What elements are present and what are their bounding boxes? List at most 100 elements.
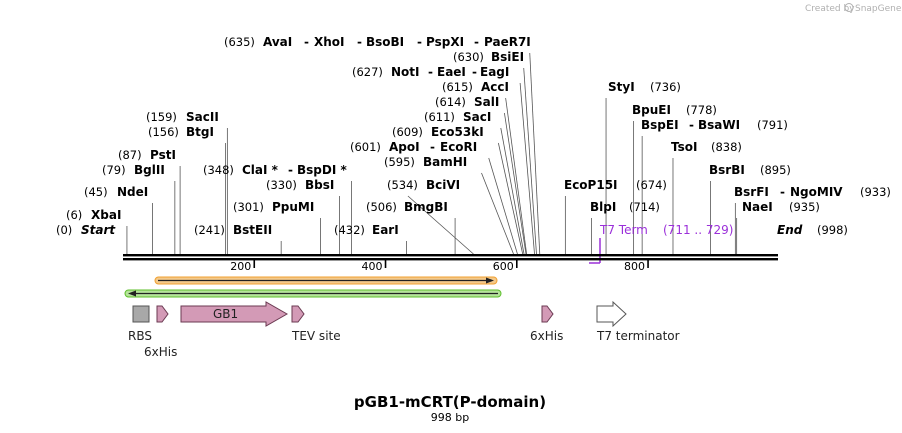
- site-pos-eco53ki: (609): [392, 125, 423, 139]
- snapgene-credit: Created by SnapGene: [805, 3, 902, 14]
- site-pos-naei: (935): [789, 200, 820, 214]
- site-bglii[interactable]: BglII: [134, 163, 165, 177]
- site-leaders: [126, 52, 738, 255]
- site-xhoi[interactable]: XhoI: [314, 35, 345, 49]
- t7-term-range: (711 .. 729): [663, 223, 733, 237]
- site-leader-line: [519, 82, 535, 255]
- orf-tracks: [124, 276, 502, 298]
- start-label: Start: [81, 223, 116, 237]
- credit-prefix: Created by: [805, 4, 855, 14]
- site-bspei[interactable]: BspEI: [641, 118, 679, 132]
- site-blpi[interactable]: BlpI: [590, 200, 616, 214]
- separator: -: [288, 163, 293, 177]
- site-tsoi[interactable]: TsoI: [671, 140, 697, 154]
- feature-t7-terminator[interactable]: [596, 300, 627, 328]
- end-label: End: [777, 223, 803, 237]
- site-bsiei[interactable]: BsiEI: [491, 50, 524, 64]
- site-naei[interactable]: NaeI: [742, 200, 773, 214]
- site-leader-line: [523, 67, 537, 255]
- site-eari[interactable]: EarI: [372, 223, 399, 237]
- site-bamhi[interactable]: BamHI: [423, 155, 467, 169]
- site-xbai[interactable]: XbaI: [91, 208, 121, 222]
- feature-gb1[interactable]: [180, 301, 289, 327]
- site-apoi[interactable]: ApoI: [389, 140, 420, 154]
- restriction-sites: (6) XbaI (45) NdeI (79) BglII (87) PstI …: [56, 35, 891, 237]
- orf-reverse[interactable]: [124, 289, 502, 298]
- site-ppumi[interactable]: PpuMI: [272, 200, 314, 214]
- site-leader-line: [488, 157, 518, 255]
- ruler-tick-label: 800: [624, 260, 645, 273]
- site-bbsi[interactable]: BbsI: [305, 178, 334, 192]
- feature-6xhis-2-label: 6xHis: [530, 329, 563, 343]
- feature-tev-site[interactable]: [291, 305, 305, 323]
- site-pos-ndei: (45): [84, 185, 108, 199]
- site-pspxi[interactable]: PspXI: [426, 35, 464, 49]
- site-bsobi[interactable]: BsoBI: [366, 35, 404, 49]
- feature-6xhis-2[interactable]: [541, 305, 554, 323]
- site-bsawi[interactable]: BsaWI: [698, 118, 740, 132]
- site-pos-bspei: (791): [757, 118, 788, 132]
- site-styi[interactable]: StyI: [608, 80, 635, 94]
- feature-gb1-label: GB1: [213, 307, 238, 321]
- feature-t7-terminator-label: T7 terminator: [596, 329, 680, 343]
- backbone-bottom-strand: [123, 258, 778, 261]
- site-pos-sali: (614): [435, 95, 466, 109]
- site-leader-line: [500, 127, 525, 255]
- site-bsteii[interactable]: BstEII: [233, 223, 272, 237]
- site-pos-blpi: (714): [629, 200, 660, 214]
- site-pos-noti: (627): [352, 65, 383, 79]
- backbone-top-strand: [123, 254, 778, 257]
- separator: -: [780, 185, 785, 199]
- site-leader-line: [529, 52, 541, 255]
- orf-reverse-arrowhead-icon: [128, 290, 136, 297]
- separator: -: [689, 118, 694, 132]
- site-btgi[interactable]: BtgI: [186, 125, 214, 139]
- site-sali[interactable]: SalI: [474, 95, 499, 109]
- site-eagi[interactable]: EagI: [480, 65, 509, 79]
- site-pos-bsteii: (241): [194, 223, 225, 237]
- site-clai[interactable]: ClaI *: [242, 163, 279, 177]
- separator: -: [428, 65, 433, 79]
- separator: -: [430, 140, 435, 154]
- site-acci[interactable]: AccI: [481, 80, 509, 94]
- ruler-tick-label: 400: [362, 260, 383, 273]
- site-bspdi[interactable]: BspDI *: [297, 163, 347, 177]
- site-leader-line: [481, 172, 514, 255]
- site-psti[interactable]: PstI: [150, 148, 176, 162]
- site-pos-saci: (611): [424, 110, 455, 124]
- site-bmgbi[interactable]: BmgBI: [404, 200, 448, 214]
- site-eaei[interactable]: EaeI: [437, 65, 466, 79]
- site-bsrbi[interactable]: BsrBI: [709, 163, 745, 177]
- site-ecop15i[interactable]: EcoP15I: [564, 178, 618, 192]
- feature-rbs[interactable]: [132, 305, 150, 323]
- site-noti[interactable]: NotI: [391, 65, 420, 79]
- separator: -: [357, 35, 362, 49]
- site-saci[interactable]: SacI: [463, 110, 491, 124]
- site-ndei[interactable]: NdeI: [117, 185, 148, 199]
- site-leader-line: [504, 112, 527, 255]
- feature-6xhis-1[interactable]: [156, 305, 169, 323]
- site-ecori[interactable]: EcoRI: [440, 140, 477, 154]
- site-pos-bsiei: (630): [453, 50, 484, 64]
- site-bcivi[interactable]: BciVI: [426, 178, 460, 192]
- feature-tev-site-label: TEV site: [291, 329, 341, 343]
- end-pos: (998): [817, 223, 848, 237]
- site-bpuei[interactable]: BpuEI: [632, 103, 671, 117]
- site-pos-xbai: (6): [66, 208, 82, 222]
- orf-forward[interactable]: [154, 276, 498, 285]
- map-title: pGB1-mCRT(P-domain): [354, 393, 546, 411]
- site-eco53ki[interactable]: Eco53kI: [431, 125, 484, 139]
- site-bsrfi[interactable]: BsrFI: [734, 185, 769, 199]
- site-sacii[interactable]: SacII: [186, 110, 219, 124]
- site-pos-bbsi: (330): [266, 178, 297, 192]
- site-pos-bsrbi: (895): [760, 163, 791, 177]
- site-leader-line: [498, 142, 524, 255]
- site-avai[interactable]: AvaI: [263, 35, 292, 49]
- site-paer7i[interactable]: PaeR7I: [484, 35, 531, 49]
- t7-term-label[interactable]: T7 Term: [599, 223, 648, 237]
- site-pos-bpuei: (778): [686, 103, 717, 117]
- site-pos-ecop15i: (674): [636, 178, 667, 192]
- site-ngomiv[interactable]: NgoMIV: [790, 185, 843, 199]
